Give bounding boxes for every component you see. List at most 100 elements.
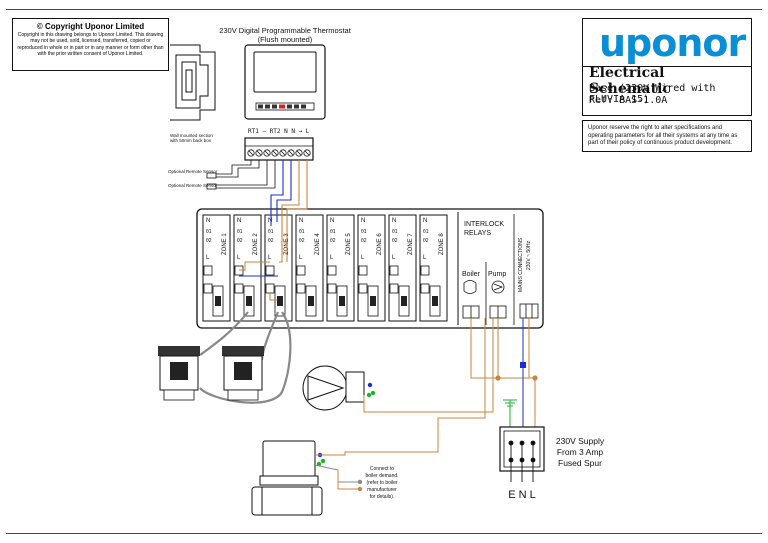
zone-label-6: ZONE 6 — [377, 233, 383, 255]
supply-label-3: Fused Spur — [558, 458, 602, 468]
svg-text:L: L — [206, 255, 210, 261]
svg-text:θ1: θ1 — [423, 229, 429, 235]
actuator-1 — [158, 346, 200, 401]
mains-terminals — [519, 303, 539, 319]
zone-label-2: ZONE 2 — [253, 233, 259, 255]
svg-text:θ1: θ1 — [392, 229, 398, 235]
svg-text:N: N — [299, 218, 303, 224]
svg-text:θ2: θ2 — [206, 238, 212, 244]
zone-module-4: N θ1 θ2 L ZONE 4 — [295, 214, 324, 322]
copyright-box: © Copyright Uponor Limited Copyright in … — [12, 18, 169, 71]
svg-text:L: L — [361, 255, 365, 261]
svg-text:θ2: θ2 — [361, 238, 367, 244]
fused-spur — [499, 426, 545, 482]
svg-text:L: L — [299, 255, 303, 261]
supply-label-1: 230V Supply — [556, 436, 605, 446]
supply-label-2: From 3 Amp — [557, 447, 604, 457]
svg-text:θ1: θ1 — [237, 229, 243, 235]
svg-text:θ2: θ2 — [299, 238, 305, 244]
zone-label-7: ZONE 7 — [408, 233, 414, 255]
thermostat-subtitle: (Flush mounted) — [258, 35, 313, 44]
svg-text:θ2: θ2 — [268, 238, 274, 244]
frame-bottom-line — [6, 533, 762, 534]
interlock-title-1: INTERLOCK — [464, 221, 504, 228]
pump-drawing — [302, 365, 365, 411]
thermostat-zone3-wires — [270, 160, 308, 263]
zone-module-8: N θ1 θ2 L ZONE 8 — [419, 214, 448, 322]
zone-module-3: N θ1 θ2 L ZONE 3 — [264, 214, 293, 322]
zone-valve-drawing — [251, 440, 323, 516]
interlock-title-2: RELAYS — [464, 230, 491, 237]
remote-sensor-wires — [206, 160, 276, 190]
svg-text:θ2: θ2 — [237, 238, 243, 244]
supply-enl-label: E N L — [508, 489, 536, 501]
svg-text:θ1: θ1 — [206, 229, 212, 235]
interlock-boiler-label: Boiler — [462, 271, 481, 278]
boiler-relay-icon — [463, 280, 477, 294]
svg-text:N: N — [268, 218, 272, 224]
valve-terminal-dots — [316, 452, 363, 492]
copyright-body: Copyright in this drawing belongs to Upo… — [17, 32, 164, 57]
zone-loop-wires — [239, 261, 278, 301]
svg-text:N: N — [206, 218, 210, 224]
svg-text:L: L — [237, 255, 241, 261]
zone-label-5: ZONE 5 — [346, 233, 352, 255]
title-block: uponor Electrical Schematic Base (230V W… — [582, 18, 752, 116]
zone-module-5: N θ1 θ2 L ZONE 5 — [326, 214, 355, 322]
zone-label-8: ZONE 8 — [439, 233, 445, 255]
svg-text:θ2: θ2 — [423, 238, 429, 244]
svg-text:L: L — [423, 255, 427, 261]
svg-text:θ2: θ2 — [330, 238, 336, 244]
mains-label-2: 230V ~ 50Hz — [526, 240, 532, 270]
thermostat-terminal-block — [244, 137, 314, 161]
thermostat-terminal-labels: RT1 — RT2 N N → L — [248, 128, 310, 135]
wall-section-label: Wall mounted section — [170, 133, 213, 138]
thermostat-front — [244, 44, 326, 120]
svg-text:N: N — [361, 218, 365, 224]
svg-text:N: N — [330, 218, 334, 224]
wall-section-drawing — [170, 44, 216, 121]
wire-junctions — [495, 362, 538, 381]
zone-module-7: N θ1 θ2 L ZONE 7 — [388, 214, 417, 322]
svg-text:θ1: θ1 — [361, 229, 367, 235]
schematic-ref: Ref: BAS-1.0A — [589, 95, 668, 106]
svg-text:N: N — [423, 218, 427, 224]
earth-symbol — [503, 399, 517, 407]
schematic-title: Electrical Schematic — [589, 65, 671, 97]
mains-label-1: MAINS CONNECTIONS — [518, 237, 524, 292]
zone-module-2: N θ1 θ2 L ZONE 2 — [233, 214, 262, 322]
remote-sensor-label-1: Optional Remote Sensor — [168, 169, 218, 174]
interlock-terminals — [462, 305, 507, 319]
svg-text:N: N — [237, 218, 241, 224]
disclaimer-note: Uponor reserve the right to alter specif… — [582, 120, 752, 152]
schematic-subtitle: Base (230V Wired with FLUVIA 15) — [589, 83, 716, 105]
copyright-title: Copyright Uponor Limited — [45, 22, 145, 31]
svg-text:L: L — [268, 255, 272, 261]
svg-text:θ2: θ2 — [392, 238, 398, 244]
svg-text:θ1: θ1 — [268, 229, 274, 235]
svg-text:θ1: θ1 — [299, 229, 305, 235]
zone-label-1: ZONE 1 — [222, 233, 228, 255]
wall-backbox-label: with 50mm back box — [170, 138, 212, 143]
actuator-2 — [222, 346, 264, 401]
pump-relay-icon — [491, 280, 505, 294]
zone-module-6: N θ1 θ2 L ZONE 6 — [357, 214, 386, 322]
frame-top-line — [6, 9, 762, 10]
remote-sensor-label-2: Optional Remote Sensor — [168, 183, 218, 188]
pump-terminal-dots — [366, 382, 376, 398]
svg-text:N: N — [392, 218, 396, 224]
interlock-pump-label: Pump — [488, 271, 506, 278]
copyright-icon: © — [36, 22, 43, 31]
boiler-note-2: boiler demand. — [365, 473, 398, 479]
title-block-divider — [583, 66, 751, 67]
zone-module-1: N θ1 θ2 L ZONE 1 — [202, 214, 231, 322]
boiler-note-1: Connect to — [370, 466, 394, 472]
thermostat-title: 230V Digital Programmable Thermostat — [219, 26, 352, 35]
svg-text:L: L — [330, 255, 334, 261]
boiler-note-5: for details). — [370, 494, 395, 500]
svg-text:L: L — [392, 255, 396, 261]
uponor-logo: uponor — [599, 21, 746, 65]
valve-pump-wires — [314, 318, 536, 490]
svg-text:θ1: θ1 — [330, 229, 336, 235]
